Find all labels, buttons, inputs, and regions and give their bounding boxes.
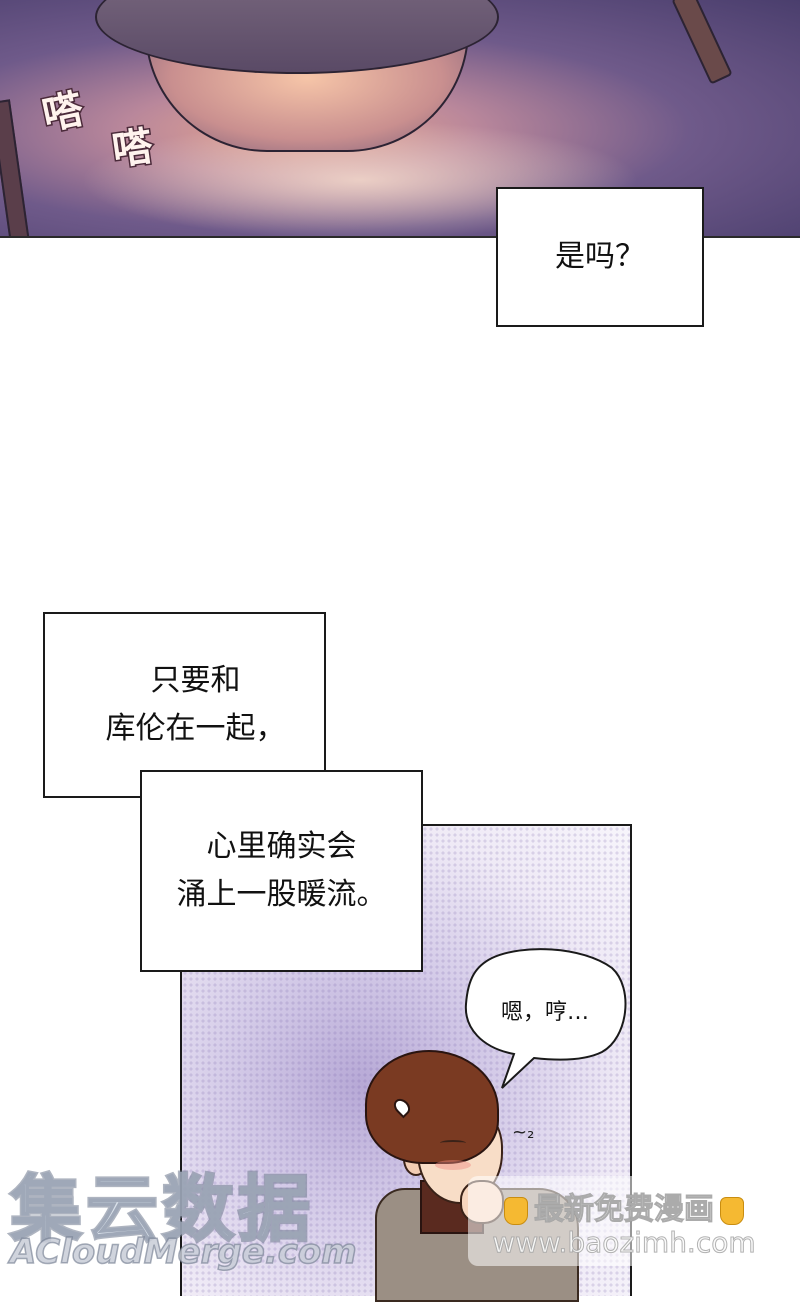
caption-text: 是吗？ (555, 239, 645, 274)
caption-line: 涌上一股暖流。 (176, 877, 387, 912)
watermark-badge-title: 最新免费漫画 (468, 1184, 780, 1228)
sound-effect: 嗒 (37, 85, 89, 141)
closed-eye (440, 1140, 466, 1146)
character-hair (365, 1050, 499, 1164)
caption-line: 心里确实会 (206, 829, 357, 864)
caption-line: 库伦在一起， (105, 711, 286, 746)
caption-line: 只要和 (150, 663, 241, 698)
thinking-squiggle-icon: ~​₂ (512, 1122, 535, 1143)
speech-text: 嗯，哼… (500, 1000, 589, 1025)
watermark-logo: 集云数据 ACloudMerge.com (4, 1150, 384, 1286)
watermark-url: ACloudMerge.com (9, 1231, 357, 1273)
watermark-title: 集云数据 (8, 1166, 315, 1253)
pointing-hand-icon (504, 1196, 528, 1225)
wooden-pole (0, 99, 30, 236)
speech-bubble-shape (464, 948, 627, 1089)
sound-effect: 嗒 (108, 122, 157, 176)
watermark-badge-url[interactable]: www.baozimh.com (492, 1226, 756, 1260)
stirring-stick (671, 0, 733, 85)
pointing-hand-icon (720, 1196, 744, 1225)
blush (435, 1160, 471, 1170)
speech-bubble: 嗯，哼… (462, 948, 628, 1089)
watermark-badge[interactable]: 最新免费漫画 www.baozimh.com (468, 1176, 780, 1266)
caption-box: 心里确实会 涌上一股暖流。 (140, 770, 423, 972)
watermark-badge-text: 最新免费漫画 (534, 1192, 715, 1228)
caption-box: 只要和 库伦在一起， (43, 612, 326, 798)
caption-box: 是吗？ (496, 187, 704, 327)
top-illustration-panel: 嗒 嗒 (0, 0, 800, 238)
